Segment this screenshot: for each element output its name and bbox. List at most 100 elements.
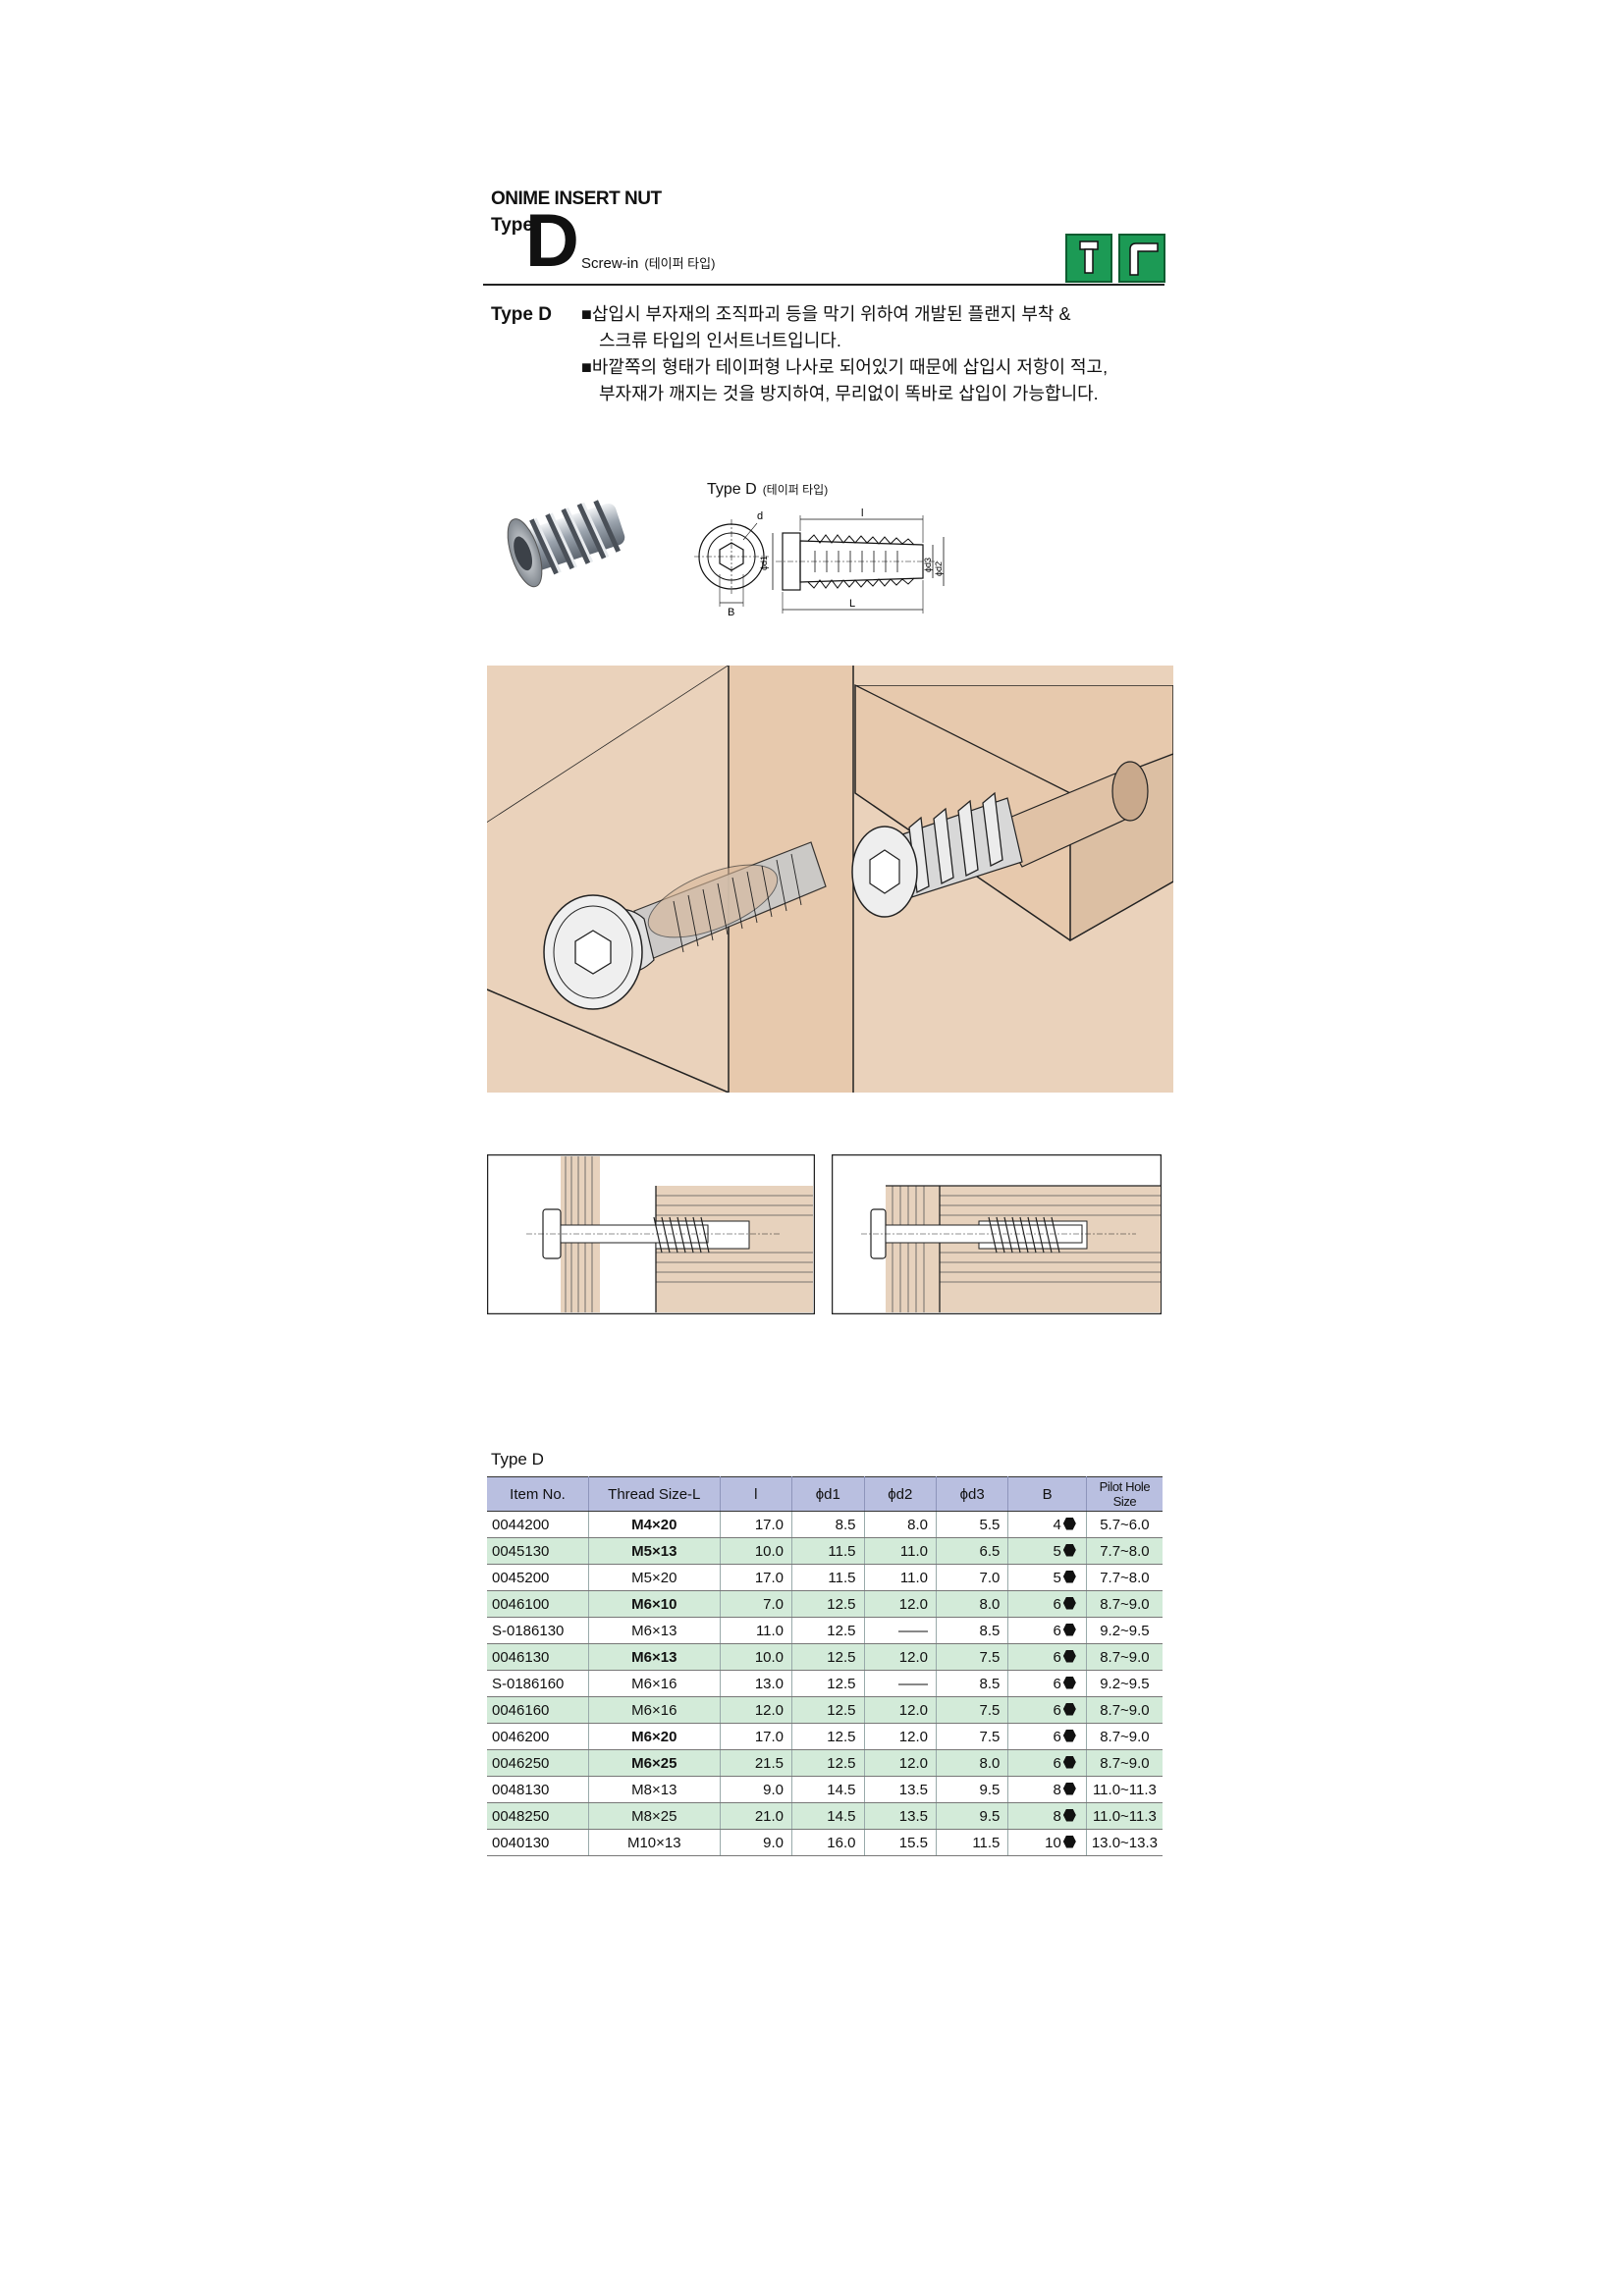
cell-item-no: 0046250	[487, 1749, 589, 1777]
cell-l: 17.0	[719, 1564, 792, 1591]
cell-b-value: 6	[1053, 1675, 1061, 1692]
insert-nut-drawing	[851, 791, 1023, 918]
label-l: l	[861, 507, 863, 519]
col-header-d3: ϕd3	[935, 1476, 1008, 1512]
description-line: ■삽입시 부자재의 조직파괴 등을 막기 위하여 개발된 플랜지 부착 &	[581, 304, 1071, 324]
description-line: 부자재가 깨지는 것을 방지하여, 무리없이 똑바로 삽입이 가능합니다.	[599, 384, 1099, 403]
cell-pilot-hole: 7.7~8.0	[1085, 1537, 1163, 1565]
hex-socket-icon	[1062, 1782, 1076, 1795]
cell-pilot-hole: 8.7~9.0	[1085, 1643, 1163, 1671]
cell-b: 6	[1007, 1696, 1087, 1724]
cell-b-value: 6	[1053, 1648, 1061, 1666]
cell-l: 11.0	[719, 1617, 792, 1644]
cell-d2: 13.5	[863, 1802, 937, 1830]
cell-pilot-hole: 8.7~9.0	[1085, 1590, 1163, 1618]
spec-table: Item No. Thread Size-L l ϕd1 ϕd2 ϕd3 B P…	[487, 1476, 1163, 1856]
product-photo	[487, 481, 644, 609]
hex-socket-icon	[1062, 1755, 1076, 1769]
cell-d3: 7.0	[935, 1564, 1008, 1591]
subtitle: Screw-in (테이퍼 타입)	[581, 253, 715, 272]
cell-l: 9.0	[719, 1776, 792, 1803]
type-word: Type	[491, 215, 533, 236]
cell-thread-size: M6×16	[588, 1670, 721, 1697]
cell-b: 6	[1007, 1670, 1087, 1697]
cell-item-no: S-0186160	[487, 1670, 589, 1697]
cell-d2: 15.5	[863, 1829, 937, 1856]
diagram-title-ko: (테이퍼 타입)	[762, 483, 829, 497]
label-d: d	[757, 510, 763, 522]
cell-thread-size: M8×13	[588, 1776, 721, 1803]
subtitle-ko: (테이퍼 타입)	[644, 256, 716, 271]
cell-l: 21.5	[719, 1749, 792, 1777]
cell-item-no: 0046130	[487, 1643, 589, 1671]
cell-d2: 12.0	[863, 1643, 937, 1671]
hex-socket-icon	[1062, 1517, 1076, 1530]
cell-pilot-hole: 5.7~6.0	[1085, 1511, 1163, 1538]
label-L: L	[849, 598, 855, 610]
section-drawing-1	[486, 1153, 816, 1315]
cell-d3: 6.5	[935, 1537, 1008, 1565]
cell-pilot-hole: 7.7~8.0	[1085, 1564, 1163, 1591]
cell-b: 5	[1007, 1537, 1087, 1565]
header-divider	[483, 284, 1164, 286]
cell-d2: 11.0	[863, 1537, 937, 1565]
cell-d1: 12.5	[791, 1723, 864, 1750]
cell-d3: 11.5	[935, 1829, 1008, 1856]
cell-d3: 8.0	[935, 1749, 1008, 1777]
cell-thread-size: M5×20	[588, 1564, 721, 1591]
diagram-title-en: Type D	[707, 481, 757, 498]
cell-pilot-hole: 8.7~9.0	[1085, 1696, 1163, 1724]
hex-socket-icon	[1062, 1623, 1076, 1636]
cell-thread-size: M6×20	[588, 1723, 721, 1750]
cell-b: 8	[1007, 1776, 1087, 1803]
cell-l: 17.0	[719, 1511, 792, 1538]
hex-socket-icon	[1062, 1570, 1076, 1583]
cell-pilot-hole: 9.2~9.5	[1085, 1617, 1163, 1644]
cell-pilot-hole: 11.0~11.3	[1085, 1802, 1163, 1830]
assembly-illustration	[486, 665, 1174, 1094]
cell-b-value: 5	[1053, 1569, 1061, 1586]
subtitle-en: Screw-in	[581, 255, 639, 272]
cell-b-value: 6	[1053, 1754, 1061, 1772]
cell-b: 6	[1007, 1617, 1087, 1644]
cell-thread-size: M6×10	[588, 1590, 721, 1618]
cell-item-no: 0045200	[487, 1564, 589, 1591]
cell-b: 6	[1007, 1643, 1087, 1671]
cell-d2: 12.0	[863, 1723, 937, 1750]
cell-b-value: 8	[1053, 1781, 1061, 1798]
cell-d3: 8.5	[935, 1670, 1008, 1697]
cell-d1: 11.5	[791, 1537, 864, 1565]
cell-thread-size: M6×25	[588, 1749, 721, 1777]
col-header-d1: ϕd1	[791, 1476, 864, 1512]
cell-b-value: 4	[1053, 1516, 1061, 1533]
cell-item-no: 0046200	[487, 1723, 589, 1750]
cell-item-no: 0040130	[487, 1829, 589, 1856]
description-text: ■삽입시 부자재의 조직파괴 등을 막기 위하여 개발된 플랜지 부착 & 스크…	[581, 301, 1180, 407]
cell-thread-size: M6×16	[588, 1696, 721, 1724]
hex-socket-icon	[1062, 1835, 1076, 1848]
cell-d1: 12.5	[791, 1643, 864, 1671]
description-line: 스크류 타입의 인서트너트입니다.	[599, 331, 841, 350]
cell-item-no: 0046160	[487, 1696, 589, 1724]
col-header-pilot-hole: Pilot Hole Size	[1085, 1476, 1163, 1512]
cell-d1: 11.5	[791, 1564, 864, 1591]
type-letter: D	[525, 199, 579, 283]
table-header-row: Item No. Thread Size-L l ϕd1 ϕd2 ϕd3 B P…	[487, 1476, 1163, 1512]
flange-icon	[1118, 234, 1165, 283]
label-d2: ϕd2	[934, 561, 944, 576]
cell-item-no: 0044200	[487, 1511, 589, 1538]
cell-thread-size: M6×13	[588, 1643, 721, 1671]
description-line: ■바깥쪽의 형태가 테이퍼형 나사로 되어있기 때문에 삽입시 저항이 적고,	[581, 357, 1109, 377]
cell-pilot-hole: 8.7~9.0	[1085, 1749, 1163, 1777]
dimension-diagram: B d l L ϕd1 ϕd3 ϕd2	[692, 506, 992, 623]
cell-item-no: 0048250	[487, 1802, 589, 1830]
cell-b: 4	[1007, 1511, 1087, 1538]
cell-b-value: 6	[1053, 1701, 1061, 1719]
